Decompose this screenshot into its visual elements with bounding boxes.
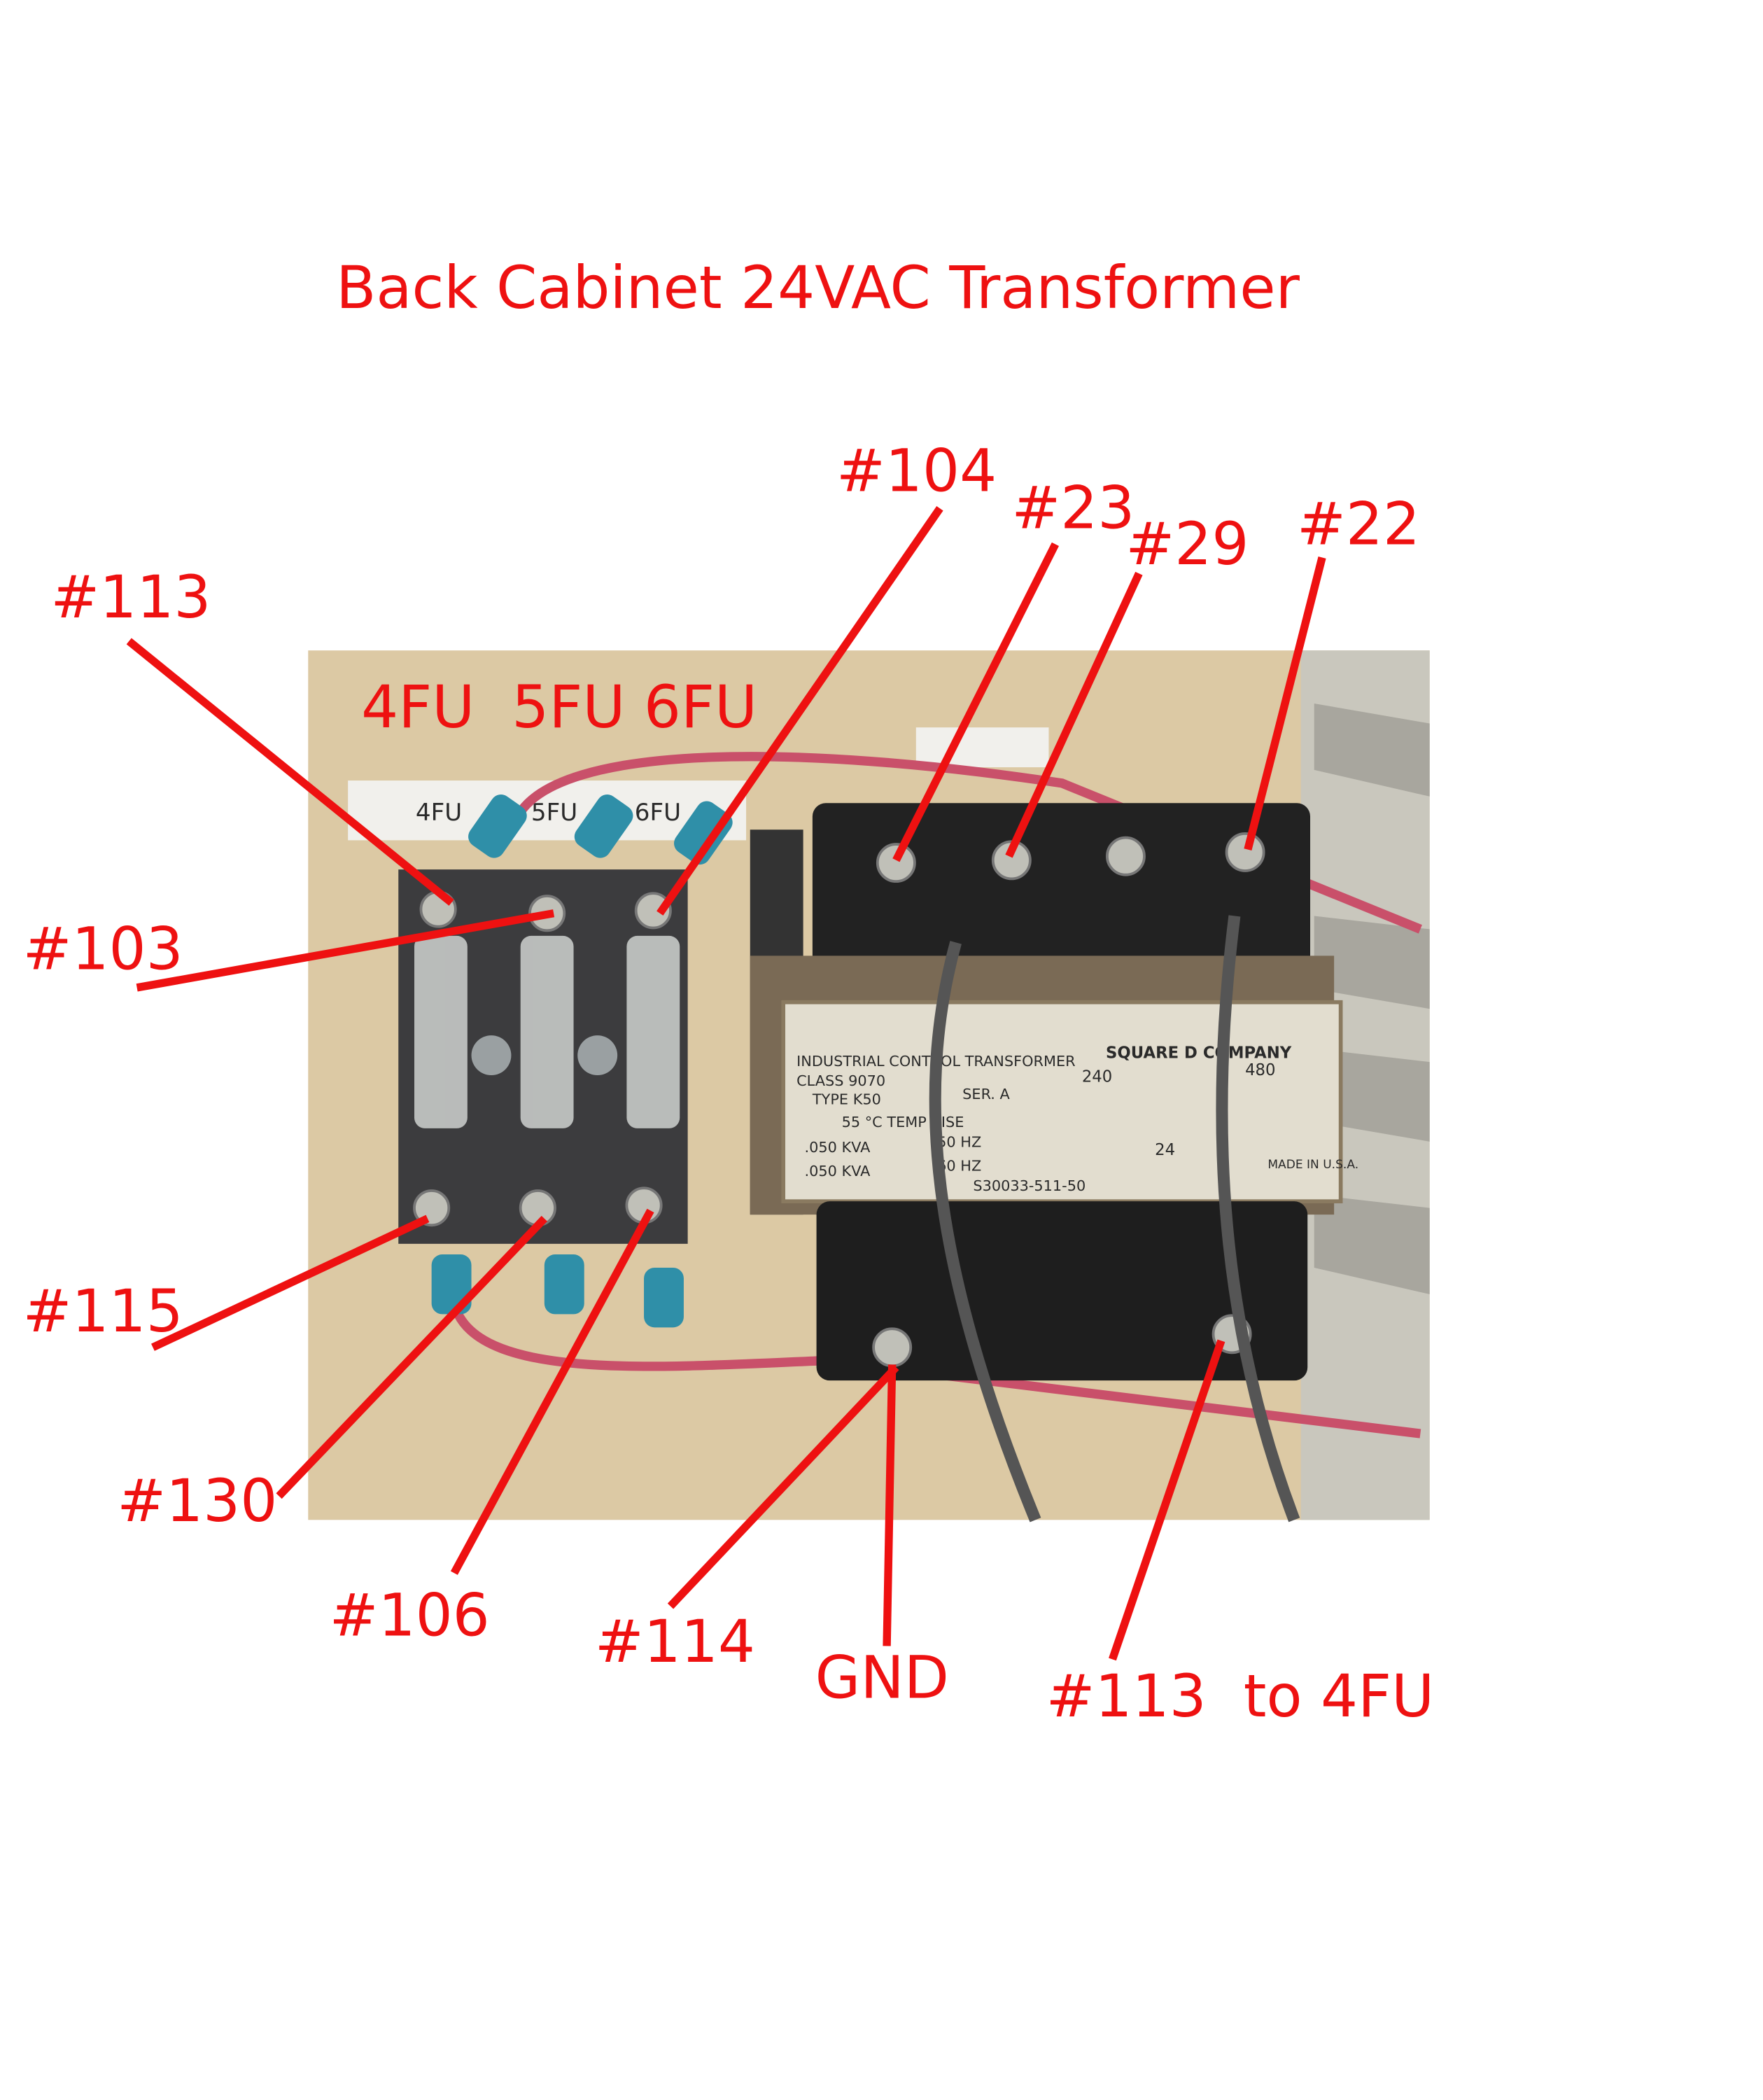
callout-103: #103 — [23, 915, 183, 983]
nameplate-text: S30033-511-50 — [973, 1177, 1086, 1194]
fuse-tag-6fu: 6FU — [635, 799, 681, 827]
callout-113-bottom: #113 to 4FU — [1046, 1662, 1435, 1730]
callout-line-130 — [276, 1215, 547, 1499]
callout-line-22 — [1244, 556, 1326, 851]
callout-130: #130 — [117, 1467, 277, 1535]
nameplate-text: 24 — [1155, 1141, 1175, 1159]
callout-line-115 — [150, 1214, 430, 1351]
callout-22: #22 — [1297, 490, 1420, 558]
fuse-tag-4fu: 4FU — [416, 799, 462, 827]
callout-29: #29 — [1125, 510, 1249, 578]
nameplate-text: .050 KVA — [805, 1163, 871, 1180]
nameplate-text: TYPE K50 — [812, 1091, 881, 1108]
nameplate-text: MADE IN U.S.A. — [1267, 1158, 1358, 1172]
nameplate-text: 55 °C TEMP RISE — [842, 1114, 964, 1130]
nameplate-text: 50 HZ — [937, 1133, 981, 1150]
callout-line-gnd — [883, 1364, 897, 1646]
callout-23: #23 — [1011, 475, 1135, 542]
callout-line-113-bottom — [1109, 1339, 1225, 1661]
callout-line-113-top — [126, 638, 454, 906]
fuse-tag-5fu: 5FU — [531, 799, 577, 827]
transformer-bottom-coil — [816, 1201, 1308, 1381]
callout-line-23 — [892, 542, 1059, 862]
callout-line-103 — [136, 909, 555, 992]
nameplate-text: CLASS 9070 — [796, 1072, 885, 1089]
callout-lines — [126, 506, 1326, 1661]
nameplate-text: .050 KVA — [805, 1139, 871, 1156]
nameplate-brand: SQUARE D COMPANY — [1106, 1044, 1292, 1062]
callout-line-104 — [656, 506, 943, 916]
transformer-photo: 4FU 5FU 6FU — [308, 650, 1430, 1522]
nameplate-text: SER. A — [962, 1086, 1010, 1102]
callout-106: #106 — [330, 1581, 490, 1649]
callout-gnd: GND — [815, 1644, 949, 1712]
fuse-header-label: 4FU 5FU 6FU — [361, 673, 757, 741]
callout-114: #114 — [595, 1608, 755, 1676]
callout-line-29 — [1005, 571, 1143, 858]
nameplate-text: 480 — [1245, 1061, 1275, 1079]
callout-line-114 — [667, 1364, 899, 1609]
page-title: Back Cabinet 24VAC Transformer — [336, 254, 1300, 322]
callout-113-top: #113 — [50, 564, 211, 631]
callout-line-106 — [450, 1208, 654, 1575]
nameplate-text: 240 — [1082, 1068, 1112, 1086]
callout-104: #104 — [836, 438, 997, 505]
transformer-nameplate — [781, 1000, 1343, 1204]
transformer-top-coil — [812, 803, 1311, 989]
callout-115: #115 — [23, 1278, 183, 1345]
